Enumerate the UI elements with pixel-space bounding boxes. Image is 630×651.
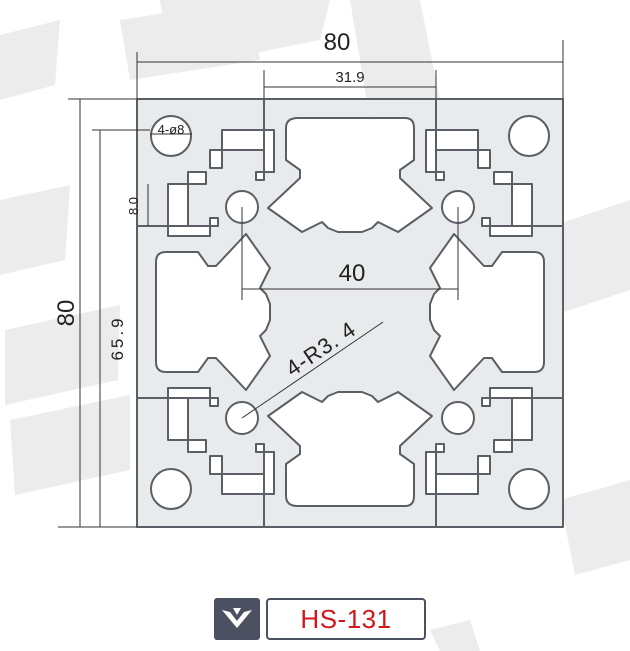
holes: [150, 115, 550, 510]
corner-hole-bottom-right: [508, 468, 550, 510]
winged-emblem-icon: [214, 598, 260, 640]
corner-hole-top-right: [508, 115, 550, 157]
dim-overall-height: 80: [53, 300, 80, 327]
model-code: HS-131: [266, 598, 426, 640]
dim-hole-spacing-height: 65.9: [108, 315, 127, 360]
dim-overall-width: 80: [324, 29, 351, 56]
dim-corner-holes: 4-ø8: [158, 122, 185, 137]
dimension-lines: [58, 40, 564, 528]
profile-outline: [136, 98, 564, 528]
corner-hole-bottom-left: [150, 468, 192, 510]
dim-center-spacing: 40: [339, 260, 366, 287]
center-hole-bottom-right: [441, 401, 475, 435]
corner-hole-top-left: [150, 115, 192, 157]
model-badge: HS-131: [214, 598, 426, 642]
dim-slot-width: 31.9: [335, 69, 364, 86]
dim-slot-depth: 8.0: [126, 197, 141, 215]
